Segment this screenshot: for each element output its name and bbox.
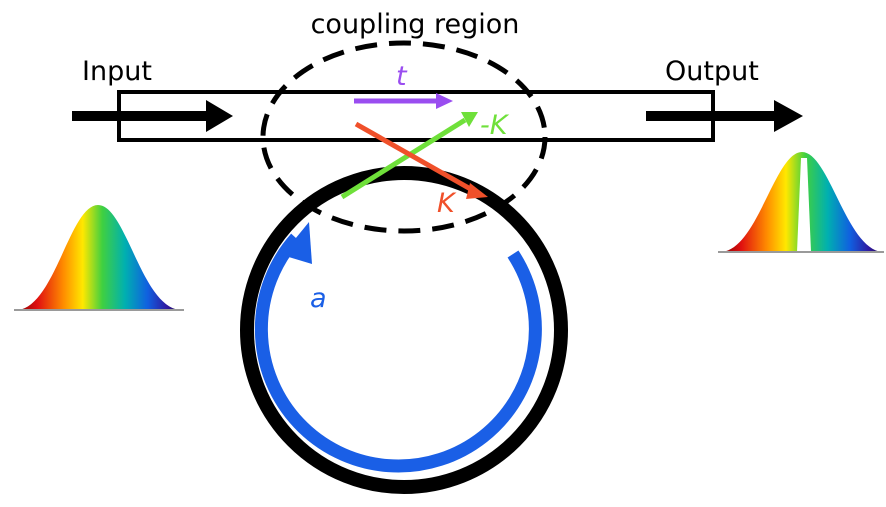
- k-arrow-icon: [466, 183, 488, 199]
- k-label: K: [437, 188, 457, 219]
- neg-k-arrow-icon: [461, 112, 478, 127]
- ring-resonator: [240, 166, 568, 494]
- t-arrow-icon: [436, 93, 453, 109]
- circulation-arrow-icon: [282, 222, 312, 264]
- t-label: t: [396, 61, 408, 92]
- coupling-region-boundary: [260, 40, 548, 234]
- circulation-arc: [254, 233, 542, 473]
- input-label: Input: [82, 56, 152, 87]
- neg-k-arrow-shaft: [340, 117, 467, 200]
- input-arrow-icon: [206, 100, 233, 132]
- input-spectrum-icon: [18, 205, 180, 310]
- output-arrow-icon: [774, 100, 803, 132]
- output-spectrum-notch: [797, 158, 811, 252]
- neg-k-label: -K: [480, 110, 510, 141]
- k-arrow-shaft: [354, 121, 476, 194]
- coupling-region-label: coupling region: [311, 9, 520, 40]
- a-label: a: [310, 283, 327, 314]
- output-label: Output: [665, 56, 759, 87]
